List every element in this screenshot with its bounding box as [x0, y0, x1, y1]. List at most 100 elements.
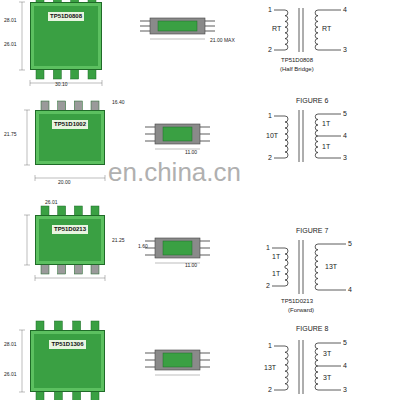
side-pin — [145, 133, 155, 134]
lead-wire — [274, 390, 285, 391]
transformer-winding — [315, 136, 318, 158]
transformer-winding — [285, 116, 288, 158]
dimension-tick — [24, 265, 30, 266]
side-pin — [205, 30, 215, 31]
figure-title: FIGURE 8 — [296, 325, 328, 333]
winding-turns: 13T — [264, 364, 276, 372]
lead-wire — [318, 390, 341, 391]
dimension-tick — [30, 80, 31, 86]
dimension-tick — [24, 165, 30, 166]
dimension-line — [27, 215, 28, 265]
side-pin — [200, 359, 210, 360]
terminal-pin — [91, 391, 99, 400]
winding-turns: 1T — [322, 143, 330, 151]
pin-number: 2 — [266, 282, 270, 290]
lead-wire — [318, 244, 346, 245]
transformer-core — [303, 110, 304, 162]
dimension: 16.40 — [112, 100, 125, 106]
dimension: 28.01 — [4, 18, 17, 24]
lead-wire — [285, 266, 286, 268]
dimension: 30.10 — [55, 82, 68, 88]
terminal-pin — [74, 264, 82, 274]
terminal-pin — [36, 391, 44, 400]
lead-wire — [274, 50, 285, 51]
side-view-bobbin — [163, 127, 192, 141]
terminal-pin — [53, 69, 61, 79]
lead-wire — [318, 114, 341, 115]
dimension: 26.01 — [45, 200, 58, 206]
side-view-bobbin — [163, 241, 192, 255]
dimension-tick — [19, 2, 25, 3]
dimension-tick — [105, 175, 106, 181]
side-pin — [140, 20, 150, 21]
side-pin — [200, 240, 210, 241]
pin-number: 3 — [343, 386, 347, 394]
dimension: 11.00 — [185, 150, 197, 156]
dimension-tick — [24, 110, 30, 111]
pin-number: 1 — [268, 342, 272, 350]
terminal-pin — [91, 264, 99, 274]
terminal-pin — [88, 69, 96, 79]
side-pin — [205, 20, 215, 21]
side-pin — [145, 126, 155, 127]
lead-wire — [318, 50, 341, 51]
dimension: 20.00 — [58, 180, 71, 186]
side-pin — [145, 140, 155, 141]
lead-wire — [272, 248, 285, 249]
winding-turns: 13T — [325, 263, 337, 271]
pin-number: 1 — [268, 6, 272, 14]
pin-number: 4 — [343, 6, 347, 14]
side-pin — [200, 352, 210, 353]
pin-number: 4 — [343, 362, 347, 370]
transformer-winding — [285, 268, 288, 286]
side-view-bobbin — [158, 21, 197, 31]
lead-wire — [318, 366, 341, 367]
dimension-tick — [35, 275, 36, 281]
pin-number: 3 — [343, 154, 347, 162]
lead-wire — [274, 116, 285, 117]
side-pin — [145, 352, 155, 353]
part-number: TP51D1306 — [49, 340, 85, 349]
lead-wire — [274, 10, 285, 11]
watermark: en.china.cn — [108, 158, 241, 187]
terminal-pin — [54, 391, 62, 400]
side-pin — [145, 254, 155, 255]
dimension-line — [27, 110, 28, 165]
pin-number: 5 — [343, 339, 347, 347]
dimension: 21.75 — [4, 132, 17, 138]
dimension: 21.25 — [112, 238, 125, 244]
lead-wire — [318, 290, 346, 291]
transformer-core — [299, 110, 300, 162]
dimension-tick — [102, 80, 103, 86]
lead-wire — [318, 10, 341, 11]
pin-number: 4 — [348, 286, 352, 294]
side-pin — [200, 133, 210, 134]
pin-number: 2 — [268, 46, 272, 54]
dimension: 21.00 MAX — [210, 38, 235, 44]
dimension-line — [35, 178, 105, 179]
transformer-core — [299, 340, 300, 394]
transformer-core — [299, 8, 300, 52]
dimension-line — [35, 278, 105, 279]
side-view-body — [150, 18, 205, 34]
part-caption: TP51D0213 — [281, 298, 313, 305]
terminal-pin — [58, 264, 66, 274]
terminal-pin — [73, 391, 81, 400]
dimension: 26.01 — [4, 372, 17, 378]
pin-number: 5 — [348, 240, 352, 248]
winding-turns: 1T — [272, 270, 280, 278]
terminal-pin — [41, 264, 49, 274]
dimension-tick — [19, 392, 25, 393]
part-caption: TP51D0808 — [281, 57, 313, 64]
part-caption: (Forward) — [288, 307, 314, 314]
dimension-tick — [35, 175, 36, 181]
transformer-body: TP51D0808 — [30, 2, 102, 70]
transformer-core — [299, 240, 300, 294]
dimension-tick — [105, 275, 106, 281]
part-number: TP51D1002 — [52, 120, 88, 129]
dimension-line — [150, 39, 205, 40]
transformer-winding — [315, 114, 318, 136]
pin-number: 5 — [343, 110, 347, 118]
side-pin — [140, 25, 150, 26]
